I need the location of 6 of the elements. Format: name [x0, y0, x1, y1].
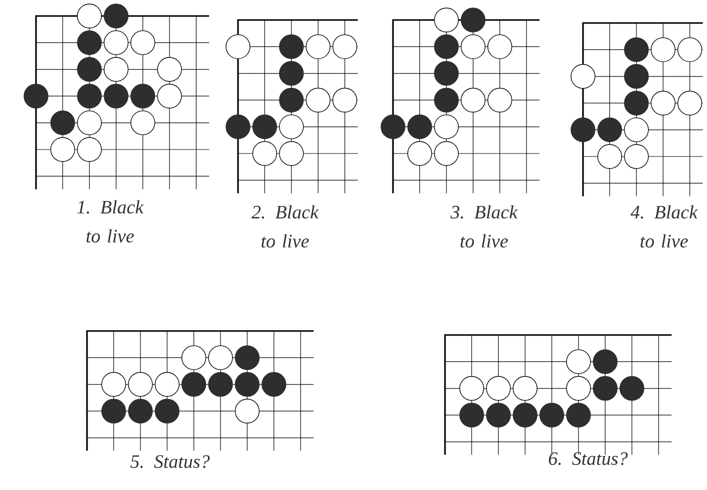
- caption: 6. Status?: [548, 452, 628, 466]
- caption: 2. Black to live: [252, 205, 319, 248]
- caption: 4. Black to live: [630, 205, 698, 248]
- caption: 3. Black to live: [450, 205, 518, 248]
- caption: 5. Status?: [130, 455, 210, 468]
- caption: 1. Black to live: [77, 200, 144, 243]
